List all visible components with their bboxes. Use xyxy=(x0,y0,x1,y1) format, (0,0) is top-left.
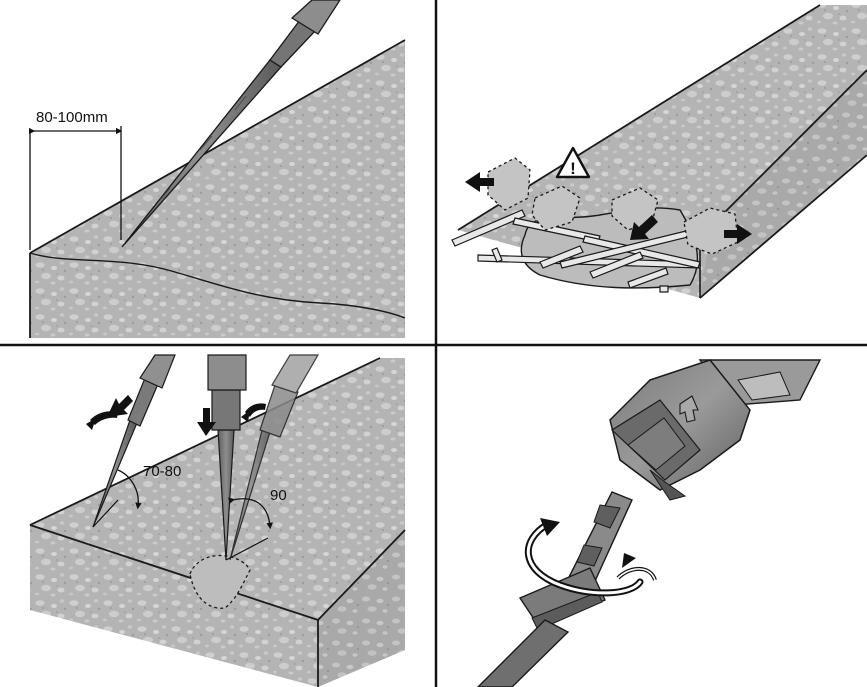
fragment-2 xyxy=(531,185,581,231)
concrete-slab-1 xyxy=(29,39,406,338)
panel-4 xyxy=(477,359,822,687)
pointed-chisel-1 xyxy=(121,0,341,248)
chisel-angled xyxy=(92,354,176,528)
angle-arc-2: 90 xyxy=(228,487,287,530)
curved-arrow-icon xyxy=(86,411,118,430)
arrow-right-icon xyxy=(724,224,752,244)
chisel-vertical xyxy=(207,354,269,561)
fragment-outlines xyxy=(487,157,739,255)
dimension-label: 80-100mm xyxy=(36,109,108,126)
arrow-down-icon xyxy=(197,408,216,436)
angle-arc-1: 70-80 xyxy=(117,463,181,510)
fragment-4 xyxy=(683,207,739,255)
arrow-down-left-icon xyxy=(630,215,658,240)
direction-arrows-3 xyxy=(86,395,266,436)
direction-arrows-2 xyxy=(465,172,752,244)
cavity-outline xyxy=(189,554,251,609)
fragment-1 xyxy=(487,157,531,211)
angle-label-2: 90 xyxy=(270,487,287,504)
curved-arrow-icon xyxy=(616,553,657,581)
panel-3: 70-80 90 xyxy=(29,354,406,687)
lock-arrow-icon xyxy=(679,395,699,423)
panel-2: ! xyxy=(451,4,867,299)
arrow-left-icon xyxy=(465,172,494,192)
curved-arrow-icon xyxy=(241,403,266,422)
panel-1: 80-100mm xyxy=(28,0,406,338)
tool-chuck xyxy=(609,359,751,501)
angle-label-1: 70-80 xyxy=(143,463,181,480)
dimension-marker: 80-100mm xyxy=(28,109,123,250)
warning-symbol: ! xyxy=(570,159,576,178)
sds-chisel-shank xyxy=(477,491,633,687)
concrete-slab-3 xyxy=(29,357,406,687)
rotation-arrow-icon xyxy=(524,518,644,597)
warning-icon: ! xyxy=(555,146,591,179)
rebar-grid xyxy=(451,209,701,293)
